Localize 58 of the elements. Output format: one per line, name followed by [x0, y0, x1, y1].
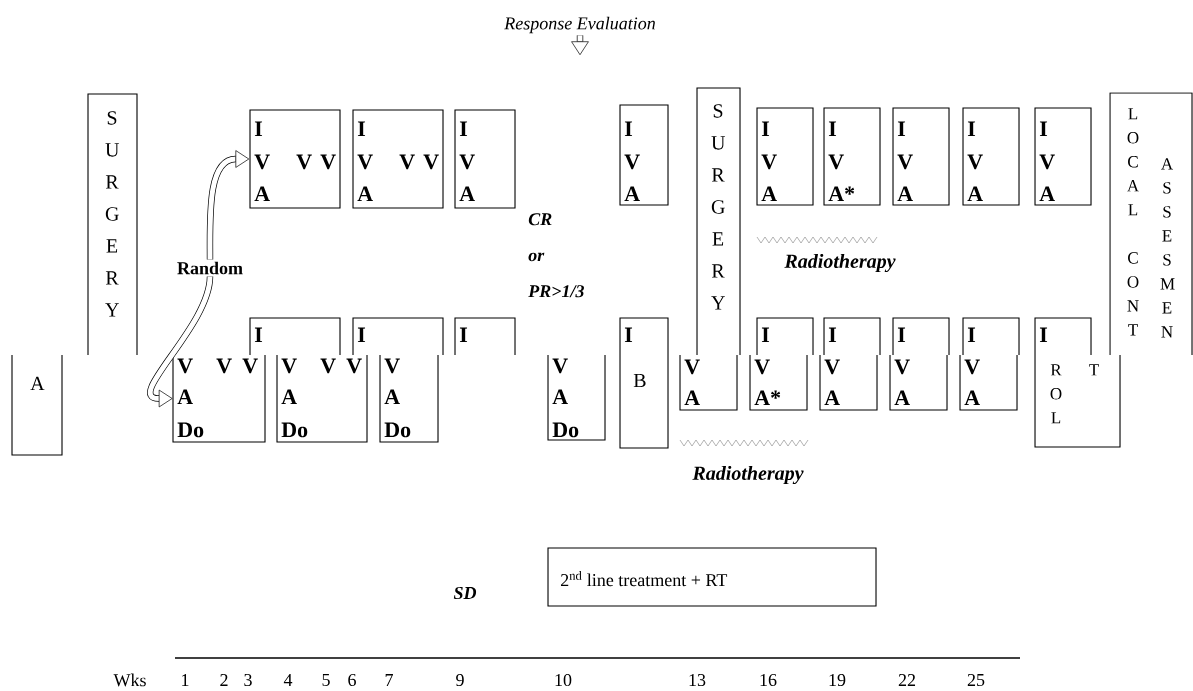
schedule-box: I [249, 317, 341, 356]
schedule-box: I V A [962, 107, 1020, 206]
arrow [206, 150, 250, 260]
schedule-box: I V A [892, 107, 950, 206]
tick-label: 10 [555, 673, 572, 687]
tick-label: 22 [898, 674, 916, 686]
tick-label: 2 [220, 674, 228, 686]
schedule-box: I V V V A [249, 109, 341, 209]
schedule-box: V A [959, 354, 1018, 411]
tick-label: 5 [322, 674, 330, 686]
schedule-box: S U R G E R Y [696, 87, 741, 356]
schedule-box: V A* [749, 354, 808, 411]
schedule-box: V V V A Do [172, 354, 266, 443]
tick-label: 6 [348, 673, 356, 687]
treatment-box: 2$^{nd}$ line treatment + RT [547, 547, 877, 607]
tick-label: 3 [244, 673, 252, 687]
schedule-box: I [892, 317, 950, 356]
tick-label: 16 [760, 673, 777, 687]
schedule-box: L O C A L C O N T A S S E S M E N [1109, 92, 1193, 356]
tick-label: 1 [182, 674, 189, 686]
outcome-label: CR or PR>1/3 [528, 213, 584, 298]
tick-label: 9 [456, 673, 464, 687]
schedule-box: I V A [756, 107, 814, 206]
schedule-box: I V A [1034, 107, 1092, 206]
schedule-box: V A Do [547, 354, 606, 441]
axis-title: Wks [113, 673, 146, 687]
schedule-box: A [11, 354, 63, 456]
schedule-box: I [1034, 317, 1092, 356]
tick-label: 4 [283, 674, 293, 686]
schedule-box: I [823, 317, 881, 356]
outcome-label: SD [453, 586, 477, 600]
schedule-box: I [352, 317, 444, 356]
schedule-box: I [619, 317, 669, 356]
tick-label: 13 [689, 673, 706, 687]
schedule-box: V V V A Do [276, 354, 368, 443]
schedule-box: I [962, 317, 1020, 356]
schedule-box: I V V V A [352, 109, 444, 209]
schedule-box: B [619, 354, 669, 449]
schedule-box: V A [889, 354, 948, 411]
schedule-box: I V A [619, 104, 669, 206]
random-label: Random [177, 261, 243, 275]
schedule-box: I V A* [823, 107, 881, 206]
tick-label: 19 [829, 673, 846, 687]
arrow [147, 276, 214, 408]
heading-text: Response Evaluation [504, 16, 655, 34]
schedule-box: I V A [454, 109, 516, 209]
section-label: Radiotherapy [784, 253, 896, 273]
schedule-box: I [454, 317, 516, 356]
schedule-box: V A Do [379, 354, 439, 443]
tick-label: 7 [385, 674, 393, 686]
schedule-box: S U R G E R Y [87, 93, 138, 356]
schedule-box: V A [819, 354, 878, 411]
schedule-box: V A [679, 354, 738, 411]
arrow [571, 35, 589, 56]
tick-label: 25 [967, 673, 985, 687]
section-label: Radiotherapy [692, 465, 804, 485]
schedule-box: R O L T [1034, 354, 1121, 448]
schedule-box: I [756, 317, 814, 356]
